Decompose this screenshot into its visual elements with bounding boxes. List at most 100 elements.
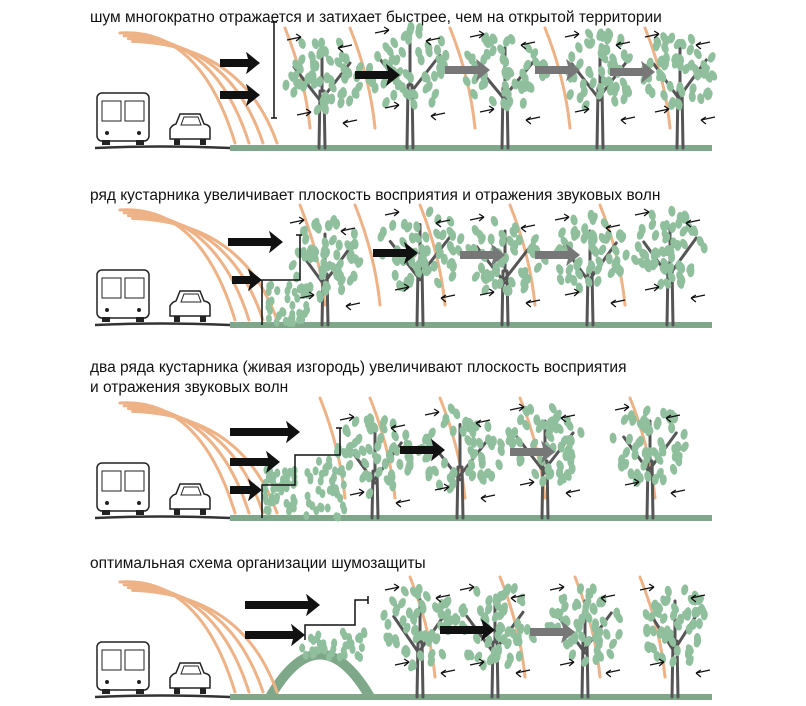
leaf	[640, 422, 648, 433]
car-wheel	[200, 139, 206, 145]
leaf	[660, 407, 668, 419]
leaf	[425, 46, 433, 58]
leaf	[447, 403, 456, 415]
leaf	[567, 434, 575, 446]
shrub-leaf	[319, 489, 326, 499]
leaf	[664, 245, 671, 257]
leaf	[476, 437, 484, 449]
leaf	[433, 633, 441, 645]
bus-window	[124, 100, 145, 122]
leaf	[478, 79, 487, 91]
leaf	[442, 597, 450, 609]
leaf	[519, 97, 527, 109]
leaf	[282, 79, 290, 91]
leaf	[500, 633, 508, 645]
reflection-barrier-line	[261, 427, 342, 518]
leaf	[648, 219, 657, 230]
leaf	[350, 228, 358, 240]
leaf	[584, 276, 593, 288]
leaf	[406, 452, 414, 464]
reflection-arrow	[440, 669, 456, 678]
reflection-arrow	[624, 478, 640, 487]
sound-arrow	[220, 51, 260, 75]
leaf	[611, 258, 619, 270]
sound-wave	[131, 588, 279, 694]
reflection-arrow	[695, 669, 711, 678]
leaf	[389, 480, 397, 492]
shrub-leaf	[303, 300, 310, 310]
leaf	[342, 70, 350, 82]
sound-arrow	[510, 440, 555, 464]
reflection-arrow	[600, 594, 616, 603]
sound-arrow	[245, 593, 320, 617]
reflection-arrow	[337, 44, 353, 53]
leaf	[405, 607, 413, 619]
bus-wheel	[136, 689, 144, 694]
leaf	[615, 629, 623, 640]
leaf	[578, 613, 586, 625]
leaf	[523, 624, 531, 635]
leaf	[440, 417, 449, 429]
shrub-leaf	[355, 633, 362, 643]
leaf	[437, 608, 445, 620]
car-window	[180, 293, 202, 303]
leaf	[518, 83, 526, 95]
reflection-arrow	[286, 33, 302, 42]
leaf	[417, 54, 425, 66]
reflection-arrow	[299, 291, 315, 300]
leaf	[643, 623, 651, 635]
leaf	[659, 443, 667, 455]
leaf	[627, 410, 635, 422]
leaf	[668, 205, 676, 217]
reflection-arrow	[435, 219, 451, 228]
leaf	[413, 232, 422, 244]
leaf	[403, 622, 411, 634]
leaf	[673, 38, 682, 50]
leaf	[674, 441, 682, 453]
reflection-arrow	[296, 108, 312, 117]
leaf	[477, 451, 486, 463]
leaf	[449, 425, 457, 437]
shrub-leaf	[326, 485, 333, 495]
leaf	[585, 67, 594, 79]
leaf	[422, 231, 430, 243]
leaf	[546, 431, 555, 443]
leaf	[480, 53, 488, 65]
leaf	[487, 233, 495, 245]
sound-wave	[353, 203, 382, 307]
leaf	[422, 72, 431, 84]
reflection-arrow	[394, 658, 410, 667]
leaf	[680, 441, 689, 452]
leaf	[448, 244, 457, 256]
diagram-panel-4	[94, 575, 712, 700]
leaf	[669, 656, 677, 667]
leaf	[609, 432, 617, 444]
leaf	[345, 459, 354, 471]
leaf	[457, 233, 465, 245]
leaf	[666, 262, 675, 274]
car-body	[169, 662, 211, 689]
leaf	[389, 219, 397, 231]
leaf	[438, 648, 447, 660]
leaf	[317, 37, 326, 49]
leaf	[654, 607, 662, 618]
sound-arrow	[610, 60, 655, 84]
leaf	[685, 648, 693, 660]
leaf	[483, 270, 491, 282]
road	[94, 694, 231, 699]
car-body	[169, 483, 211, 510]
leaf	[515, 436, 523, 448]
reflection-barrier-line	[271, 21, 277, 119]
leaf	[494, 631, 503, 642]
leaf	[350, 270, 358, 282]
reflection-arrow	[615, 41, 631, 50]
leaf	[484, 434, 493, 446]
leaf	[433, 228, 442, 240]
leaf	[531, 468, 540, 480]
shrub-leaf	[305, 498, 312, 508]
leaf	[667, 271, 676, 283]
shrub-leaf	[318, 469, 325, 479]
diagram-panel-1	[94, 21, 718, 151]
leaf	[686, 44, 695, 56]
leaf	[664, 585, 672, 597]
